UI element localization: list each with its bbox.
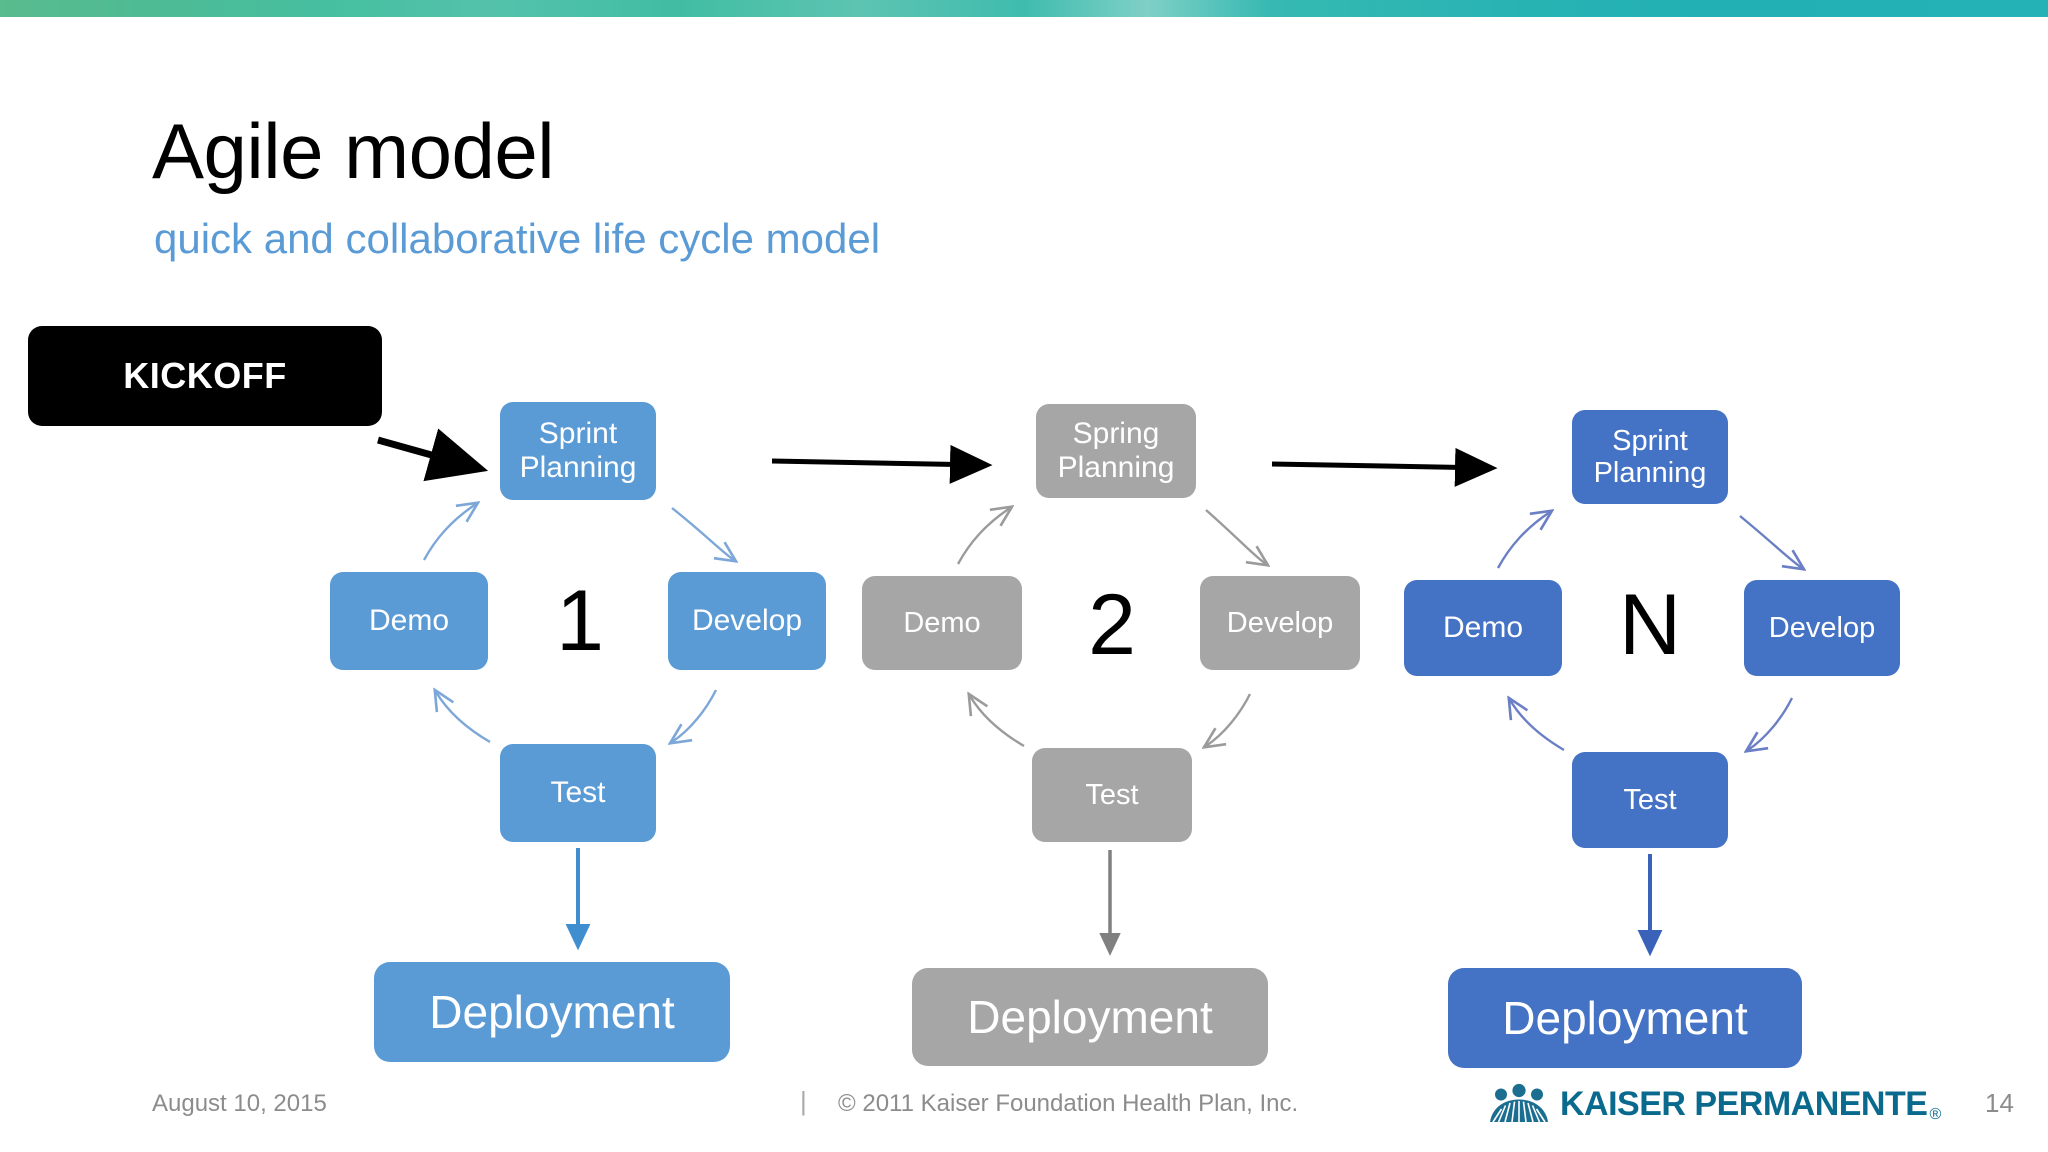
cycle-2-deployment-label: Deployment <box>967 991 1213 1043</box>
cycle-n-sprint-planning-label: Sprint Planning <box>1593 424 1707 489</box>
cycle-1-test-box: Test <box>500 744 656 842</box>
cycle-2-to-cycle-n-arrow <box>1271 447 1498 487</box>
cycle-1-demo-label: Demo <box>368 604 450 638</box>
cycle-2-deployment-box: Deployment <box>912 968 1268 1066</box>
top-accent-bar <box>0 0 2048 17</box>
kp-registered-mark: ® <box>1929 1106 1942 1123</box>
cycle-2-demo-box: Demo <box>862 576 1022 670</box>
page-subtitle: quick and collaborative life cycle model <box>154 215 881 262</box>
kickoff-box: KICKOFF <box>28 326 382 426</box>
kickoff-to-cycle-1-arrow <box>377 428 489 482</box>
cycle-n-develop-label: Develop <box>1768 611 1876 644</box>
cycle-2-test-box: Test <box>1032 748 1192 842</box>
cycle-1-test-label: Test <box>550 776 606 810</box>
cycle-2-test-label: Test <box>1085 778 1139 811</box>
cycle-1-sprint-planning-label: Sprint Planning <box>519 417 637 484</box>
cycle-2-demo-label: Demo <box>903 606 981 639</box>
cycle-2-develop-label: Develop <box>1226 606 1334 639</box>
cycle-1-deployment-label: Deployment <box>429 986 675 1038</box>
kaiser-permanente-logo: KAISER PERMANENTE ® <box>1488 1080 1941 1128</box>
cycle-1-number: 1 <box>556 573 604 669</box>
cycle-n-number: N <box>1618 577 1682 673</box>
page-number: 14 <box>1985 1088 2014 1118</box>
cycle-n-sprint-planning-box: Sprint Planning <box>1572 410 1728 504</box>
cycle-n-deployment-box: Deployment <box>1448 968 1802 1068</box>
cycle-2-spring-planning-box: Spring Planning <box>1036 404 1196 498</box>
kp-people-icon <box>1490 1083 1548 1123</box>
cycle-1-deployment-box: Deployment <box>374 962 730 1062</box>
cycle-n-develop-box: Develop <box>1744 580 1900 676</box>
cycle-1-sprint-planning-box: Sprint Planning <box>500 402 656 500</box>
cycle-n-test-box: Test <box>1572 752 1728 848</box>
footer-separator: | <box>800 1086 807 1116</box>
footer-copyright: © 2011 Kaiser Foundation Health Plan, In… <box>838 1090 1299 1117</box>
cycle-1-develop-label: Develop <box>691 604 803 638</box>
cycle-2-spring-planning-label: Spring Planning <box>1057 417 1175 484</box>
cycle-n-test-label: Test <box>1623 783 1677 816</box>
footer-date: August 10, 2015 <box>152 1090 327 1117</box>
cycle-2-number: 2 <box>1088 577 1136 673</box>
kp-wordmark: KAISER PERMANENTE <box>1560 1084 1928 1123</box>
cycle-1-develop-box: Develop <box>668 572 826 670</box>
cycle-n-deployment-label: Deployment <box>1502 992 1748 1044</box>
cycle-n-demo-box: Demo <box>1404 580 1562 676</box>
cycle-1-demo-box: Demo <box>330 572 488 670</box>
kickoff-label: KICKOFF <box>123 355 287 396</box>
cycle-1-to-cycle-2-arrow <box>771 444 993 484</box>
page-title: Agile model <box>152 107 555 195</box>
cycle-n-demo-label: Demo <box>1442 611 1524 645</box>
cycle-2-develop-box: Develop <box>1200 576 1360 670</box>
